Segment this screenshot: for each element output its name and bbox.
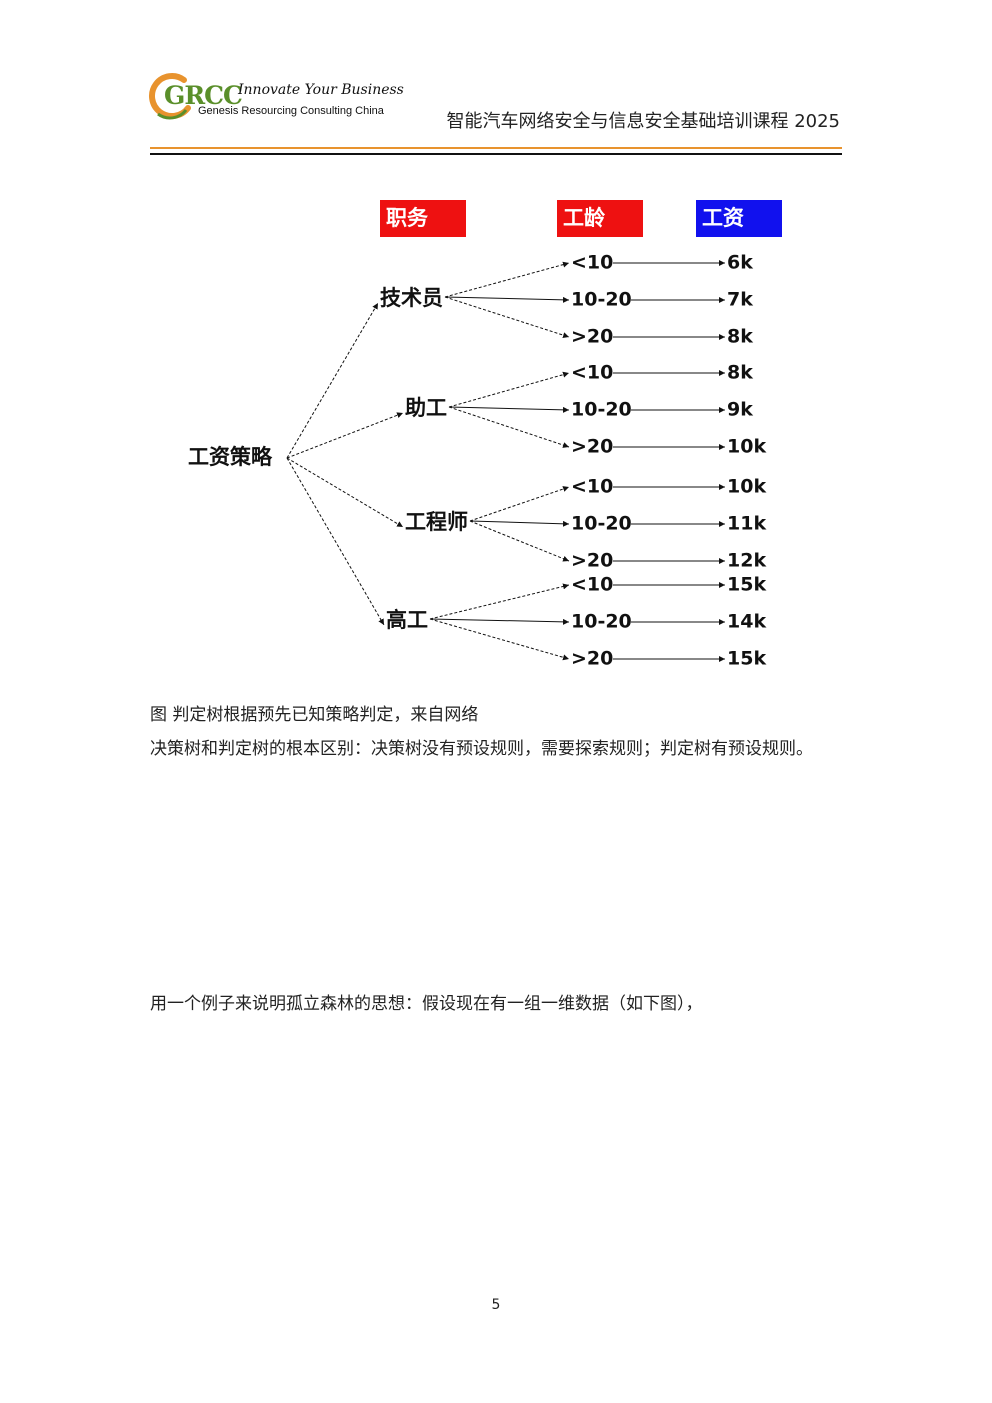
seniority-label: >20: [571, 326, 613, 348]
seniority-label: >20: [571, 436, 613, 458]
root-to-position-arrow: [286, 412, 404, 459]
position-to-seniority-arrow: [444, 296, 570, 303]
position-node-label: 技术员: [380, 286, 443, 310]
page-number: 5: [491, 1297, 501, 1313]
seniority-label: 10-20: [571, 513, 632, 535]
position-to-seniority-arrow: [444, 296, 570, 339]
seniority-label: <10: [571, 362, 613, 384]
salary-label: 7k: [727, 289, 753, 311]
column-header-bg: [696, 200, 782, 237]
seniority-label: <10: [571, 476, 613, 498]
paragraph-isolation-forest-intro: 用一个例子来说明孤立森林的思想：假设现在有一组一维数据（如下图），: [150, 994, 703, 1014]
root-node-label: 工资策略: [188, 445, 273, 469]
seniority-label: <10: [571, 252, 613, 274]
salary-label: 15k: [727, 574, 766, 596]
logo-company-name: Genesis Resourcing Consulting China: [198, 105, 384, 117]
seniority-label: 10-20: [571, 611, 632, 633]
logo-ring-icon: [149, 73, 191, 120]
seniority-label: 10-20: [571, 399, 632, 421]
logo-mark: GRCC: [164, 81, 243, 110]
position-node-label: 助工: [405, 396, 447, 420]
position-node-label: 工程师: [405, 510, 468, 534]
column-header-label: 工龄: [563, 206, 606, 230]
position-to-seniority-arrow: [448, 371, 570, 408]
position-to-seniority-arrow: [429, 618, 570, 661]
salary-label: 10k: [727, 436, 766, 458]
salary-label: 11k: [727, 513, 766, 535]
position-to-seniority-arrow: [429, 618, 570, 625]
salary-label: 14k: [727, 611, 766, 633]
salary-label: 8k: [727, 326, 753, 348]
position-to-seniority-arrow: [469, 486, 570, 522]
course-title: 智能汽车网络安全与信息安全基础培训课程 2025: [446, 111, 840, 132]
header-rule-orange: [150, 147, 842, 149]
salary-label: 9k: [727, 399, 753, 421]
salary-label: 6k: [727, 252, 753, 274]
column-header-bg: [557, 200, 643, 237]
position-to-seniority-arrow: [444, 261, 570, 298]
column-header-bg: [380, 200, 466, 237]
salary-label: 8k: [727, 362, 753, 384]
root-to-position-arrow: [286, 302, 379, 459]
paragraph-decision-vs-judgement: 决策树和判定树的根本区别：决策树没有预设规则，需要探索规则；判定树有预设规则。: [150, 739, 813, 759]
root-to-position-arrow: [286, 457, 404, 528]
column-header-label: 职务: [386, 206, 429, 230]
position-to-seniority-arrow: [469, 520, 570, 527]
seniority-label: 10-20: [571, 289, 632, 311]
column-header-label: 工资: [702, 206, 744, 230]
position-to-seniority-arrow: [448, 406, 570, 448]
seniority-label: >20: [571, 550, 613, 572]
logo-tagline: Innovate Your Business: [238, 82, 404, 98]
salary-label: 15k: [727, 648, 766, 670]
figure-caption: 图 判定树根据预先已知策略判定，来自网络: [150, 705, 479, 725]
salary-label: 10k: [727, 476, 766, 498]
root-to-position-arrow: [286, 457, 385, 626]
seniority-label: <10: [571, 574, 613, 596]
seniority-label: >20: [571, 648, 613, 670]
position-to-seniority-arrow: [448, 406, 570, 413]
position-to-seniority-arrow: [429, 583, 570, 620]
company-logo: GRCC Innovate Your Business Genesis Reso…: [146, 70, 404, 126]
salary-label: 12k: [727, 550, 766, 572]
header-rule-black: [150, 153, 842, 155]
position-node-label: 高工: [386, 608, 428, 632]
position-to-seniority-arrow: [469, 520, 570, 562]
